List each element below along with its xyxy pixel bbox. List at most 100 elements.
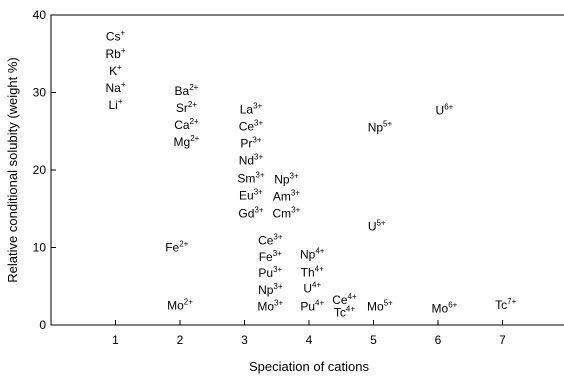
ion-charge: + bbox=[121, 29, 126, 38]
y-tick-label: 0 bbox=[39, 318, 46, 332]
x-tick-label: 1 bbox=[112, 333, 119, 347]
x-axis-title: Speciation of cations bbox=[249, 359, 369, 374]
ion-label: Gd3+ bbox=[238, 205, 263, 220]
ion-symbol: Sr bbox=[176, 101, 188, 115]
ion-label: Mo2+ bbox=[167, 298, 193, 313]
ion-label: Cm3+ bbox=[273, 205, 301, 220]
ion-symbol: Np bbox=[368, 120, 384, 134]
ion-charge: 2+ bbox=[189, 83, 198, 92]
ion-charge: + bbox=[121, 46, 126, 55]
ion-symbol: K bbox=[109, 64, 117, 78]
ion-charge: 3+ bbox=[254, 119, 263, 128]
ion-label: U6+ bbox=[436, 102, 454, 117]
ion-label: Np3+ bbox=[258, 282, 283, 297]
ion-symbol: Am bbox=[273, 189, 291, 203]
ion-symbol: Cs bbox=[106, 30, 121, 44]
ion-symbol: Li bbox=[108, 98, 117, 112]
x-tick-label: 5 bbox=[370, 333, 377, 347]
ion-label: Tc7+ bbox=[495, 297, 516, 312]
ion-label: U5+ bbox=[368, 219, 386, 234]
ion-label: Rb+ bbox=[105, 46, 125, 61]
ion-charge: 2+ bbox=[188, 100, 197, 109]
ion-charge: 5+ bbox=[376, 219, 385, 228]
ion-label: Np3+ bbox=[274, 171, 299, 186]
ion-charge: 4+ bbox=[312, 281, 321, 290]
ion-symbol: Pu bbox=[300, 299, 315, 313]
ion-symbol: Fe bbox=[259, 250, 273, 264]
y-axis-ticks: 0 10 20 30 40 bbox=[33, 8, 56, 332]
ion-symbol: U bbox=[436, 103, 445, 117]
ion-label: Nd3+ bbox=[239, 153, 264, 168]
ion-label: Sr2+ bbox=[176, 100, 197, 115]
ion-label: Ce4+ bbox=[332, 292, 357, 307]
ion-symbol: Cm bbox=[273, 206, 292, 220]
ion-charge: 6+ bbox=[448, 301, 457, 310]
ion-charge: 5+ bbox=[383, 119, 392, 128]
ion-charge: 4+ bbox=[348, 292, 357, 301]
ion-charge: 2+ bbox=[190, 134, 199, 143]
ion-labels: Cs+Rb+K+Na+Li+Ba2+Sr2+Ca2+Mg2+Fe2+Mo2+La… bbox=[105, 29, 516, 320]
ion-label: Fe2+ bbox=[165, 240, 188, 255]
ion-label: Mo3+ bbox=[257, 298, 283, 313]
y-tick-label: 40 bbox=[33, 8, 47, 22]
ion-label: Ca2+ bbox=[174, 117, 199, 132]
ion-charge: + bbox=[118, 97, 123, 106]
ion-label: Th4+ bbox=[301, 264, 324, 279]
y-tick-label: 20 bbox=[33, 163, 47, 177]
ion-charge: 5+ bbox=[384, 298, 393, 307]
ion-charge: 7+ bbox=[507, 297, 516, 306]
y-tick-label: 30 bbox=[33, 86, 47, 100]
ion-charge: 3+ bbox=[255, 171, 264, 180]
ion-charge: 3+ bbox=[274, 298, 283, 307]
ion-label: Fe3+ bbox=[259, 249, 282, 264]
ion-label: Mo6+ bbox=[432, 301, 458, 316]
ion-charge: 2+ bbox=[179, 240, 188, 249]
ion-label: Ba2+ bbox=[175, 83, 199, 98]
ion-symbol: Rb bbox=[105, 47, 121, 61]
ion-symbol: Eu bbox=[239, 189, 254, 203]
y-axis-title: Relative conditional solubity (weight %) bbox=[5, 57, 20, 282]
ion-symbol: Pr bbox=[240, 137, 252, 151]
ion-symbol: Fe bbox=[165, 241, 179, 255]
ion-label: Eu3+ bbox=[239, 188, 263, 203]
ion-label: Pu4+ bbox=[300, 298, 324, 313]
ion-label: Ce3+ bbox=[239, 119, 264, 134]
ion-symbol: Ce bbox=[258, 234, 274, 248]
ion-charge: + bbox=[121, 80, 126, 89]
ion-symbol: Nd bbox=[239, 154, 254, 168]
ion-symbol: Np bbox=[258, 283, 274, 297]
ion-charge: 3+ bbox=[291, 205, 300, 214]
ion-charge: 3+ bbox=[254, 153, 263, 162]
ion-charge: 4+ bbox=[315, 264, 324, 273]
ion-label: Cs+ bbox=[106, 29, 126, 44]
ion-symbol: Pu bbox=[258, 266, 273, 280]
ion-charge: 4+ bbox=[315, 298, 324, 307]
ion-label: Tc4+ bbox=[334, 305, 355, 320]
ion-symbol: Mg bbox=[174, 135, 191, 149]
ion-symbol: Ba bbox=[175, 84, 190, 98]
ion-label: Na+ bbox=[105, 80, 125, 95]
ion-label: Sm3+ bbox=[237, 171, 264, 186]
ion-symbol: Tc bbox=[334, 306, 346, 320]
ion-label: La3+ bbox=[240, 102, 263, 117]
ion-charge: 3+ bbox=[291, 188, 300, 197]
ion-charge: 3+ bbox=[254, 188, 263, 197]
ion-label: K+ bbox=[109, 63, 122, 78]
ion-label: Am3+ bbox=[273, 188, 300, 203]
x-tick-label: 2 bbox=[177, 333, 184, 347]
x-tick-label: 6 bbox=[435, 333, 442, 347]
ion-charge: 3+ bbox=[252, 136, 261, 145]
y-tick-label: 10 bbox=[33, 241, 47, 255]
ion-charge: 4+ bbox=[346, 305, 355, 314]
ion-charge: 3+ bbox=[290, 171, 299, 180]
ion-symbol: Gd bbox=[238, 206, 254, 220]
ion-symbol: Mo bbox=[167, 299, 184, 313]
ion-label: Mo5+ bbox=[367, 298, 393, 313]
ion-symbol: U bbox=[368, 220, 377, 234]
x-tick-label: 3 bbox=[241, 333, 248, 347]
ion-label: Pr3+ bbox=[240, 136, 261, 151]
ion-charge: 3+ bbox=[273, 265, 282, 274]
x-tick-label: 4 bbox=[306, 333, 313, 347]
ion-symbol: Ce bbox=[332, 293, 348, 307]
